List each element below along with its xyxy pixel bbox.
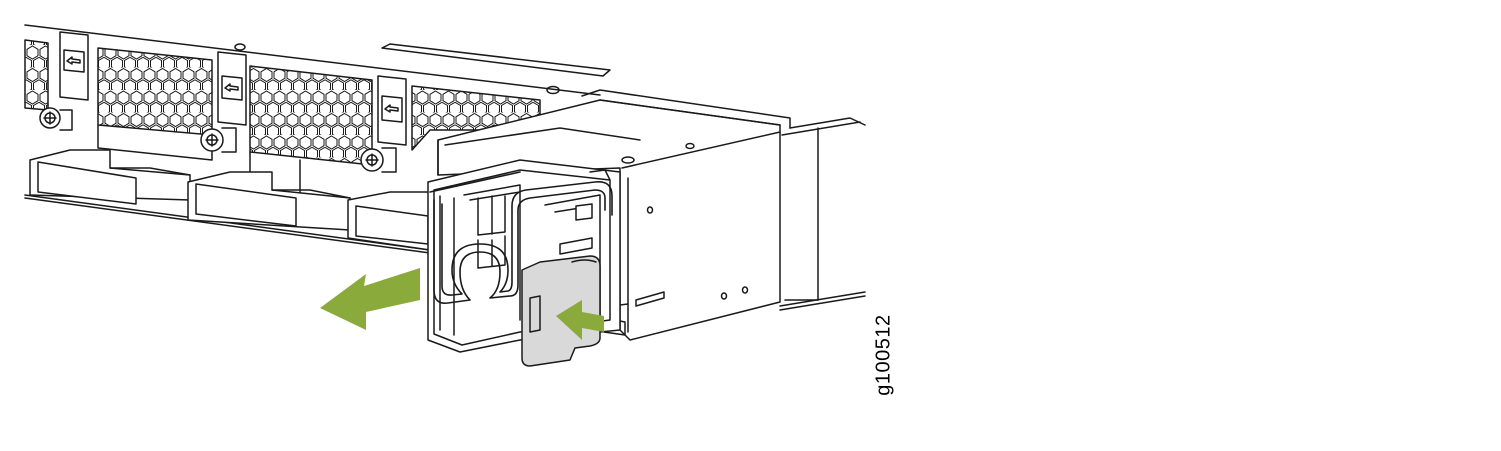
figure-id-label: g100512 (872, 314, 895, 396)
slot-tab-3 (377, 75, 407, 146)
arrow-left-icon (320, 268, 420, 330)
installed-psu-1 (29, 107, 191, 205)
installed-psu-2 (187, 127, 351, 231)
press-latch-arrow (556, 300, 604, 340)
pull-direction-arrow (320, 268, 420, 330)
arrow-left-icon (556, 300, 604, 340)
slot-tab-2 (217, 51, 247, 126)
slot-tab-1 (59, 31, 89, 101)
vent-grille-2 (97, 47, 213, 161)
top-screws (234, 43, 560, 95)
wire-handle (429, 171, 613, 305)
release-latch (521, 255, 601, 367)
label-plate (381, 43, 611, 77)
vent-grille-1 (24, 39, 49, 111)
arrow-left-icon (384, 104, 399, 113)
arrow-left-icon (224, 83, 239, 92)
arrow-left-icon (66, 56, 81, 65)
